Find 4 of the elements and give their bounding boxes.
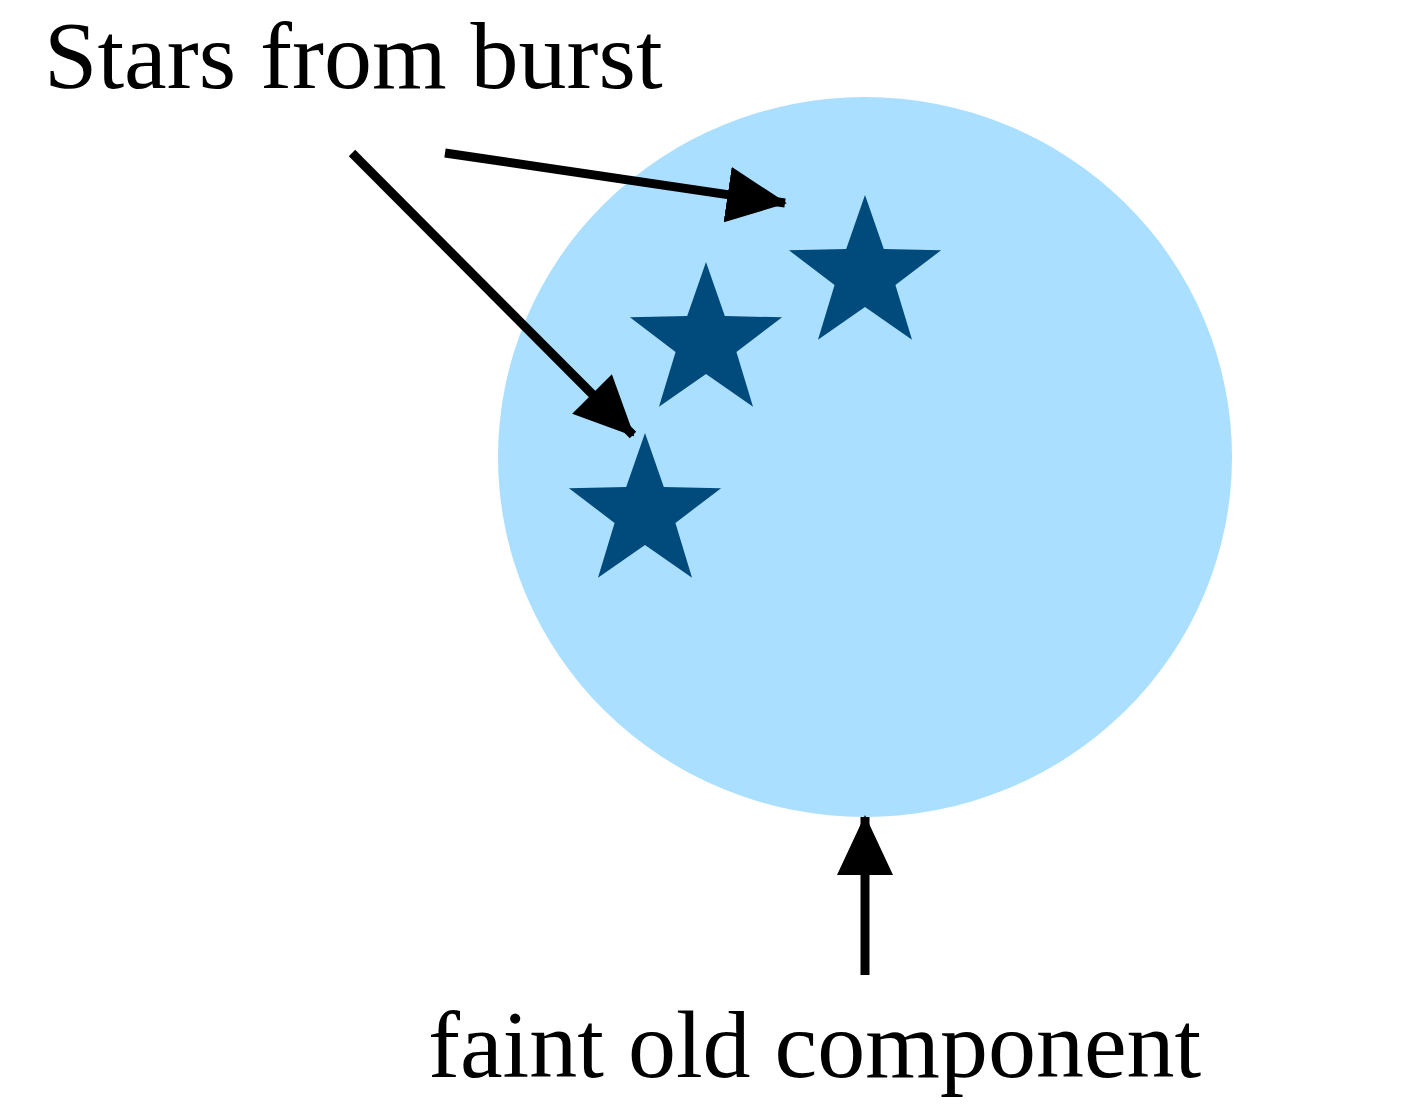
arrow <box>837 815 893 975</box>
arrow <box>348 149 637 439</box>
arrow <box>444 148 787 223</box>
callout-text: Stars from burst <box>44 8 664 104</box>
